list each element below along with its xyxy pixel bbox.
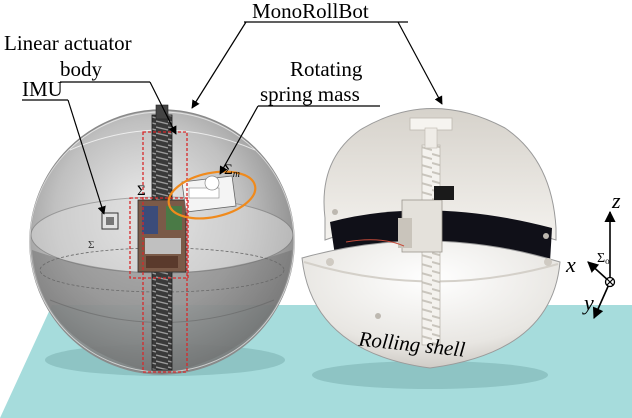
coordinate-frame: z x y Σo (565, 188, 621, 320)
linear-actuator-dashed-box (142, 131, 188, 373)
sigma-m-label: Σm (224, 162, 240, 180)
rotating-label-line1: Rotating (290, 57, 363, 81)
y-axis-label: y (582, 290, 594, 315)
sigma-frame-label: Σ (137, 183, 146, 199)
x-axis-label: x (565, 252, 576, 277)
left-sphere-cad: Σ Σm Σ (29, 104, 295, 376)
linear-actuator-label-line2: body (60, 57, 103, 81)
rotating-label-line2: spring mass (260, 82, 360, 106)
monorollbot-label: MonoRollBot (252, 0, 369, 23)
rotating-mass-ellipse (167, 170, 257, 220)
rotating-mass-block (181, 175, 237, 213)
right-sphere-shadow (312, 361, 548, 389)
imu-dashed-box (129, 197, 189, 279)
leader-imu (67, 99, 106, 215)
y-axis-arrow (592, 281, 611, 320)
linear-actuator-label-line1: Linear actuator (4, 31, 132, 55)
leader-monorollbot-right (397, 21, 443, 105)
leader-rotating-mass (219, 105, 259, 175)
leader-linear-actuator (149, 81, 177, 135)
leader-monorollbot-left (191, 21, 247, 109)
z-axis-label: z (611, 188, 621, 213)
svg-text:Σ: Σ (88, 239, 94, 251)
sigma-o-label: Σo (597, 251, 610, 266)
imu-label: IMU (22, 77, 63, 101)
right-sphere-photo (301, 108, 561, 389)
callout-lines (22, 21, 443, 215)
